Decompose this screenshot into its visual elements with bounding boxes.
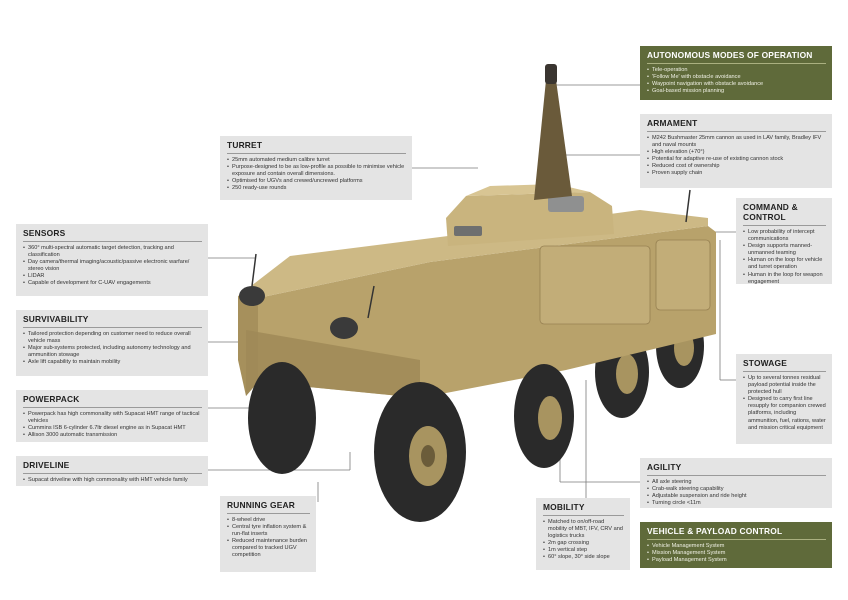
list-item: M242 Bushmaster 25mm cannon as used in L… (647, 135, 826, 149)
box-sensors-list: 360° multi-spectral automatic target det… (23, 245, 202, 288)
list-item: Optimised for UGVs and crewed/uncrewed p… (227, 178, 406, 185)
box-turret: TURRET 25mm automated medium calibre tur… (220, 136, 412, 200)
list-item: 'Follow Me' with obstacle avoidance (647, 74, 826, 81)
list-item: All axle steering (647, 479, 826, 486)
list-item: LIDAR (23, 273, 202, 280)
box-autonomous-title: AUTONOMOUS MODES OF OPERATION (647, 50, 826, 64)
box-mobility: MOBILITY Matched to on/off-road mobility… (536, 498, 630, 570)
list-item: Axle lift capability to maintain mobilit… (23, 359, 202, 366)
sensor-head (548, 196, 584, 212)
list-item: 25mm automated medium calibre turret (227, 157, 406, 164)
list-item: Tele-operation (647, 67, 826, 74)
box-agility-list: All axle steering Crab-walk steering cap… (647, 479, 826, 507)
list-item: Design supports manned-unmanned teaming (743, 243, 826, 257)
box-survivability-list: Tailored protection depending on custome… (23, 331, 202, 367)
box-turret-list: 25mm automated medium calibre turret Pur… (227, 157, 406, 193)
list-item: Designed to carry first line resupply fo… (743, 396, 826, 431)
list-item: Crab-walk steering capability (647, 486, 826, 493)
list-item: Reduced cost of ownership (647, 163, 826, 170)
list-item: Purpose-designed to be as low-profile as… (227, 164, 406, 178)
list-item: Capable of development for C-UAV engagem… (23, 280, 202, 287)
list-item: High elevation (+70°) (647, 149, 826, 156)
box-armament-list: M242 Bushmaster 25mm cannon as used in L… (647, 135, 826, 178)
list-item: Reduced maintenance burden compared to t… (227, 538, 310, 559)
list-item: Human on the loop for vehicle and turret… (743, 257, 826, 271)
box-stowage-list: Up to several tonnes residual payload po… (743, 375, 826, 432)
box-vpc-list: Vehicle Management System Mission Manage… (647, 543, 826, 564)
box-sensors: SENSORS 360° multi-spectral automatic ta… (16, 224, 208, 296)
list-item: Tailored protection depending on custome… (23, 331, 202, 345)
list-item: Mission Management System (647, 550, 826, 557)
wheels-front (248, 362, 574, 522)
list-item: Proven supply chain (647, 170, 826, 177)
list-item: Matched to on/off-road mobility of MBT, … (543, 519, 624, 540)
box-driveline: DRIVELINE Supacat driveline with high co… (16, 456, 208, 486)
list-item: Human in the loop for weapon engagement (743, 272, 826, 284)
box-driveline-title: DRIVELINE (23, 460, 202, 474)
box-armament-title: ARMAMENT (647, 118, 826, 132)
list-item: 2m gap crossing (543, 540, 624, 547)
box-vehicle-payload-control: VEHICLE & PAYLOAD CONTROL Vehicle Manage… (640, 522, 832, 568)
list-item: Cummins ISB 6-cylinder 6.7ltr diesel eng… (23, 425, 202, 432)
box-running-gear-list: 8-wheel drive Central tyre inflation sys… (227, 517, 310, 560)
box-command-title: COMMAND & CONTROL (743, 202, 826, 226)
list-item: Vehicle Management System (647, 543, 826, 550)
box-stowage-title: STOWAGE (743, 358, 826, 372)
list-item: Low probability of intercept communicati… (743, 229, 826, 243)
list-item: Adjustable suspension and ride height (647, 493, 826, 500)
box-mobility-title: MOBILITY (543, 502, 624, 516)
box-command: COMMAND & CONTROL Low probability of int… (736, 198, 832, 284)
box-running-gear: RUNNING GEAR 8-wheel drive Central tyre … (220, 496, 316, 572)
box-autonomous: AUTONOMOUS MODES OF OPERATION Tele-opera… (640, 46, 832, 100)
list-item: 250 ready-use rounds (227, 185, 406, 192)
cannon (534, 80, 572, 200)
list-item: Turning circle <11m (647, 500, 826, 507)
list-item: 8-wheel drive (227, 517, 310, 524)
list-item: Central tyre inflation system & run-flat… (227, 524, 310, 538)
box-powerpack-list: Powerpack has high commonality with Supa… (23, 411, 202, 439)
box-powerpack-title: POWERPACK (23, 394, 202, 408)
box-command-list: Low probability of intercept communicati… (743, 229, 826, 284)
list-item: 360° multi-spectral automatic target det… (23, 245, 202, 259)
list-item: Up to several tonnes residual payload po… (743, 375, 826, 396)
list-item: Payload Management System (647, 557, 826, 564)
list-item: Waypoint navigation with obstacle avoida… (647, 81, 826, 88)
box-armament: ARMAMENT M242 Bushmaster 25mm cannon as … (640, 114, 832, 188)
list-item: Powerpack has high commonality with Supa… (23, 411, 202, 425)
box-running-gear-title: RUNNING GEAR (227, 500, 310, 514)
box-survivability-title: SURVIVABILITY (23, 314, 202, 328)
box-powerpack: POWERPACK Powerpack has high commonality… (16, 390, 208, 442)
box-survivability: SURVIVABILITY Tailored protection depend… (16, 310, 208, 376)
list-item: Supacat driveline with high commonality … (23, 477, 202, 484)
list-item: Potential for adaptive re-use of existin… (647, 156, 826, 163)
box-agility-title: AGILITY (647, 462, 826, 476)
box-agility: AGILITY All axle steering Crab-walk stee… (640, 458, 832, 508)
box-stowage: STOWAGE Up to several tonnes residual pa… (736, 354, 832, 444)
list-item: Major sub-systems protected, including a… (23, 345, 202, 359)
list-item: 1m vertical step (543, 547, 624, 554)
list-item: Day camera/thermal imaging/acoustic/pass… (23, 259, 202, 273)
box-mobility-list: Matched to on/off-road mobility of MBT, … (543, 519, 624, 562)
box-autonomous-list: Tele-operation 'Follow Me' with obstacle… (647, 67, 826, 95)
list-item: Goal-based mission planning (647, 88, 826, 95)
box-driveline-list: Supacat driveline with high commonality … (23, 477, 202, 484)
list-item: 60° slope, 30° side slope (543, 554, 624, 561)
box-sensors-title: SENSORS (23, 228, 202, 242)
box-turret-title: TURRET (227, 140, 406, 154)
box-vpc-title: VEHICLE & PAYLOAD CONTROL (647, 526, 826, 540)
list-item: Allison 3000 automatic transmission (23, 432, 202, 439)
